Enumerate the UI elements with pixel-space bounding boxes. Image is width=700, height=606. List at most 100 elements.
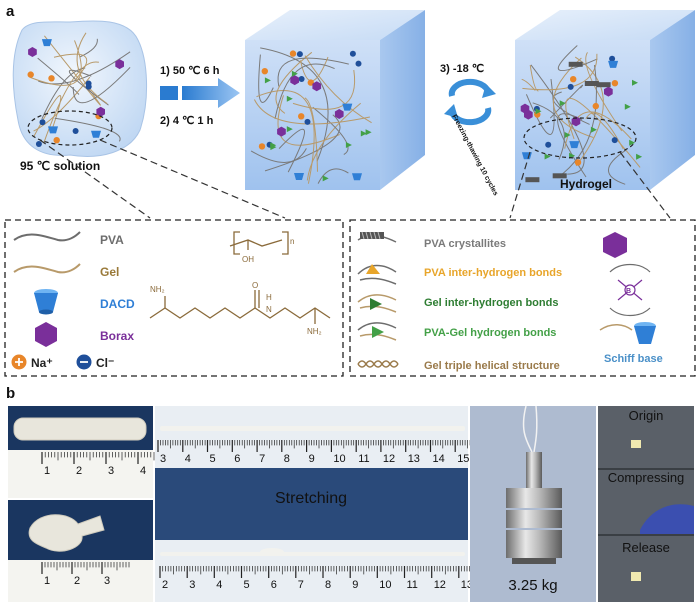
polymer-chain xyxy=(553,57,594,138)
solution-caption: 95 ℃ solution xyxy=(20,159,100,173)
dacd-particle xyxy=(608,60,619,68)
release-label: Release xyxy=(622,540,670,555)
cl-ion xyxy=(35,141,42,147)
pva-gel-hbond-icon xyxy=(357,322,397,341)
na-ion xyxy=(48,75,55,82)
na-ion xyxy=(298,113,305,120)
ruler-tick-label: 4 xyxy=(185,453,191,465)
hbond-marker xyxy=(286,95,293,102)
ruler-tick-label: 11 xyxy=(407,579,418,591)
solution-zoom-ellipse xyxy=(27,110,113,146)
hbond-marker xyxy=(564,132,571,138)
polymer-chain xyxy=(264,114,341,172)
na-ion xyxy=(307,79,314,86)
hbond-marker xyxy=(632,79,638,86)
legend-borax: Borax xyxy=(100,329,134,343)
chem-nh2-left: NH₂ xyxy=(150,285,165,294)
ruler-tick-label: 7 xyxy=(298,579,304,591)
cl-ion xyxy=(85,83,92,90)
borax-particle xyxy=(334,109,344,119)
legend-cl: Cl⁻ xyxy=(96,356,114,370)
polymer-chain xyxy=(253,99,371,125)
ruler-tick-label: 8 xyxy=(284,453,290,465)
polymer-chain xyxy=(522,53,598,91)
polymer-chain xyxy=(258,54,274,103)
chem-o: O xyxy=(252,281,258,290)
borax-particle xyxy=(277,126,286,137)
pva-line-icon xyxy=(13,231,81,242)
chem-oh: OH xyxy=(242,255,254,264)
cl-ion xyxy=(296,51,303,58)
cl-ion xyxy=(304,118,311,125)
solution-blob xyxy=(12,20,147,157)
stretching-label: Stretching xyxy=(275,490,347,507)
polymer-chain xyxy=(278,128,306,173)
borax-particle xyxy=(28,47,37,57)
polymer-chain xyxy=(76,32,108,105)
borax-particle xyxy=(571,116,581,127)
hbond-marker xyxy=(629,139,636,146)
crystallite xyxy=(584,81,599,86)
ruler-tick-label: 3 xyxy=(104,575,110,587)
polymer-chain xyxy=(43,61,100,144)
polymer-chain xyxy=(585,112,624,150)
gel-cube-2 xyxy=(515,10,695,190)
hbond-marker xyxy=(270,142,277,149)
gel-line-icon xyxy=(13,263,81,274)
polymer-chain xyxy=(68,69,109,106)
legend-gel-hbonds: Gel inter-hydrogen bonds xyxy=(424,297,558,309)
step-2-text: 2) 4 ℃ 1 h xyxy=(160,115,214,127)
legend-pva-hbonds: PVA inter-hydrogen bonds xyxy=(424,267,562,279)
boron-complex-icon xyxy=(609,263,651,317)
cl-ion xyxy=(349,50,356,57)
borax-particle xyxy=(290,75,299,86)
polymer-chain xyxy=(260,47,329,162)
na-ion xyxy=(592,102,599,110)
hbond-marker xyxy=(624,103,631,110)
ruler-tick-label: 5 xyxy=(244,579,250,591)
polymer-chain xyxy=(557,113,587,178)
legend-box-right xyxy=(349,219,696,377)
ruler-tick-label: 2 xyxy=(162,579,168,591)
ruler-tick-label: 2 xyxy=(76,465,82,477)
na-ion xyxy=(261,68,268,75)
dacd-particle xyxy=(91,130,101,138)
zoom-line-right-1 xyxy=(509,151,531,219)
ruler-tick-label: 8 xyxy=(325,579,331,591)
polymer-chain xyxy=(292,69,356,110)
chem-h: H xyxy=(266,293,272,302)
crystallite xyxy=(552,173,567,179)
na-ion xyxy=(27,71,34,78)
legend-pva-gel-hbonds: PVA-Gel hydrogen bonds xyxy=(424,327,556,339)
polymer-chain xyxy=(37,57,80,95)
cl-ion xyxy=(545,141,552,148)
chem-n-atom: N xyxy=(266,305,272,314)
polymer-chain xyxy=(304,97,318,172)
hbond-marker xyxy=(590,126,597,133)
step-1-text: 1) 50 ℃ 6 h xyxy=(160,65,220,77)
cycle-arrows-icon xyxy=(444,78,496,126)
hbond-marker xyxy=(291,70,298,77)
ruler-tick-label: 4 xyxy=(216,579,222,591)
panel-b-label: b xyxy=(6,385,15,402)
ruler-tick-label: 3 xyxy=(108,465,114,477)
polymer-chain xyxy=(585,52,623,132)
cl-ion xyxy=(298,76,305,82)
na-ion xyxy=(570,76,577,83)
hydrogel-zoom-ellipse xyxy=(523,117,637,159)
ruler-tick-label: 6 xyxy=(234,453,240,465)
hbond-marker xyxy=(264,77,271,84)
crystallite-icon xyxy=(357,231,397,243)
zoom-line-left-2 xyxy=(99,139,286,219)
step-3-text: 3) -18 ℃ xyxy=(440,63,484,75)
ruler-tick-label: 12 xyxy=(434,579,446,591)
hbond-marker xyxy=(322,175,329,182)
cl-ion xyxy=(72,128,79,134)
boron-label: B xyxy=(626,288,631,295)
polymer-chain xyxy=(53,53,88,81)
